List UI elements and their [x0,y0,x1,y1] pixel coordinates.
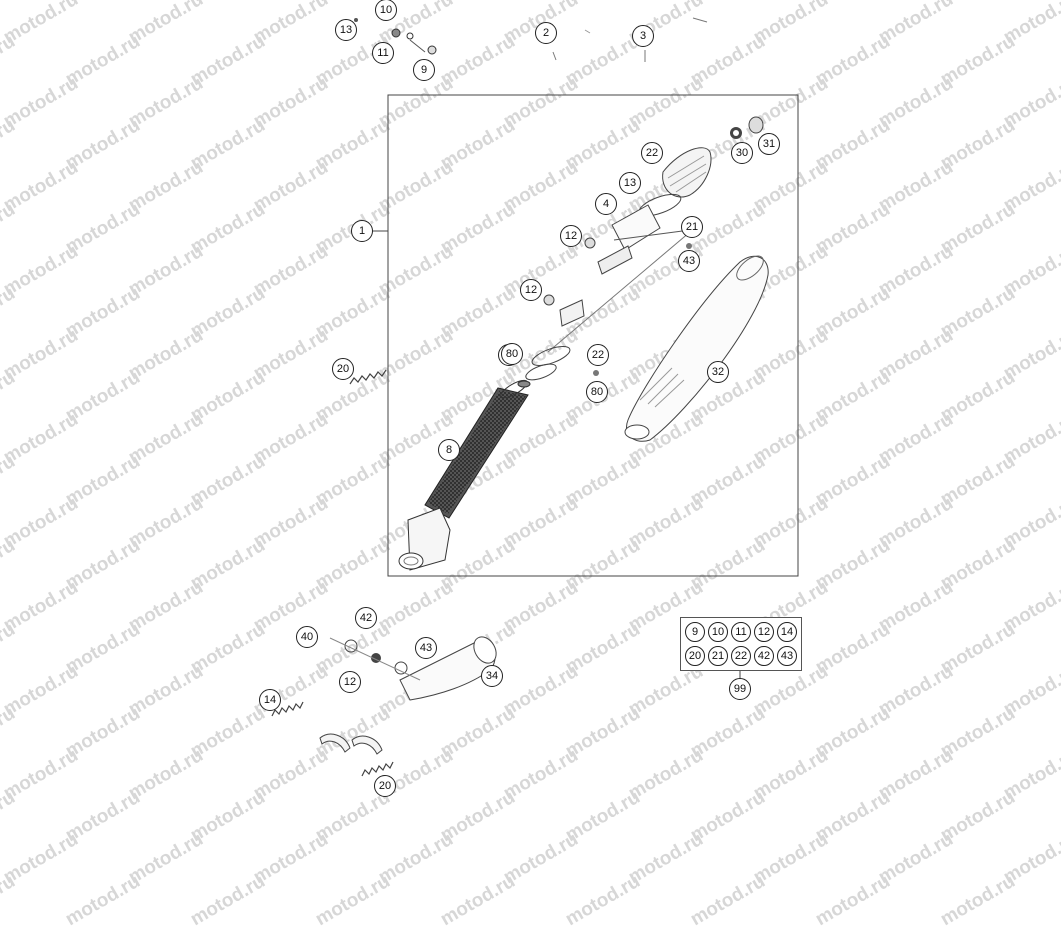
watermark-text: motod.ru [187,870,269,931]
callout-label: 80 [586,381,608,403]
callout-label: 22 [641,142,663,164]
gasket-part [525,363,557,381]
callout-label: 12 [339,671,361,693]
watermark-text: motod.ru [62,870,144,931]
grommet-part [584,237,596,249]
kit-part-label: 20 [685,646,705,666]
callout-label: 13 [335,19,357,41]
callout-label: 12 [520,279,542,301]
callout-label: 13 [619,172,641,194]
kit-part-label: 21 [708,646,728,666]
kit-part-label: 42 [754,646,774,666]
nut-part [686,243,692,249]
callout-label: 12 [560,225,582,247]
callout-label: 43 [415,637,437,659]
callout-label: 21 [681,216,703,238]
nut-part [427,45,437,55]
callout-label: 80 [501,343,523,365]
kit-part-label: 11 [731,622,751,642]
kit-part-label: 14 [777,622,797,642]
watermark-text: motod.ru [625,828,707,889]
assembly-frame [387,94,799,577]
washer-part [748,116,764,134]
nut-part [593,370,599,376]
watermark-text: motod.ru [937,870,1019,931]
callout-label: 20 [374,775,396,797]
watermark-text: motod.ru [500,828,582,889]
watermark-text: motod.ru [250,828,332,889]
small-bracket-part [559,299,585,327]
callout-label: 43 [678,250,700,272]
callout-label: 34 [481,665,503,687]
watermark-text: motod.ru [1000,828,1061,889]
nut-part [391,28,401,38]
callout-label: 30 [731,142,753,164]
silencer-shell-part [624,255,769,442]
watermark-text: motod.ru [0,870,19,931]
kit-part-label: 10 [708,622,728,642]
kit-part-label: 43 [777,646,797,666]
inner-tube-part [398,379,531,571]
nut-part [354,18,358,22]
watermark-text: motod.ru [687,870,769,931]
callout-label: 40 [296,626,318,648]
kit-contents-box: 9 10 11 12 14 20 21 22 42 43 [680,617,802,671]
callout-label: 9 [413,59,435,81]
watermark-text: motod.ru [750,828,832,889]
washer-part [733,130,739,136]
watermark-text: motod.ru [375,828,457,889]
watermark-text: motod.ru [312,870,394,931]
watermark-text: motod.ru [812,870,894,931]
grommet-part [543,294,555,306]
callout-label: 11 [372,42,394,64]
watermark-text: motod.ru [0,828,82,889]
callout-label: 31 [758,133,780,155]
end-cap-part [662,147,712,198]
callout-label: 20 [332,358,354,380]
callout-label: 8 [438,439,460,461]
spring-part [271,701,304,717]
spring-part [361,761,394,777]
header-pipe-part [329,636,497,701]
callout-label: 42 [355,607,377,629]
bracket-part [597,204,691,275]
callout-label: 32 [707,361,729,383]
kit-part-label: 9 [685,622,705,642]
parts-drawing [271,17,799,777]
clamp-part [319,733,383,755]
kit-number-callout: 99 [729,678,751,700]
callout-label: 2 [535,22,557,44]
callout-label: 22 [587,344,609,366]
watermark-text: motod.ru [875,828,957,889]
kit-part-label: 22 [731,646,751,666]
spring-part [349,369,387,385]
callout-label: 1 [351,220,373,242]
watermark-text: motod.ru [437,870,519,931]
callout-label: 14 [259,689,281,711]
watermark-text: motod.ru [125,828,207,889]
gasket-part [531,346,571,366]
callout-label: 10 [375,0,397,21]
callout-label: 3 [632,25,654,47]
kit-part-label: 12 [754,622,774,642]
callout-label: 4 [595,193,617,215]
watermark-text: motod.ru [562,870,644,931]
nut-part [406,32,414,40]
